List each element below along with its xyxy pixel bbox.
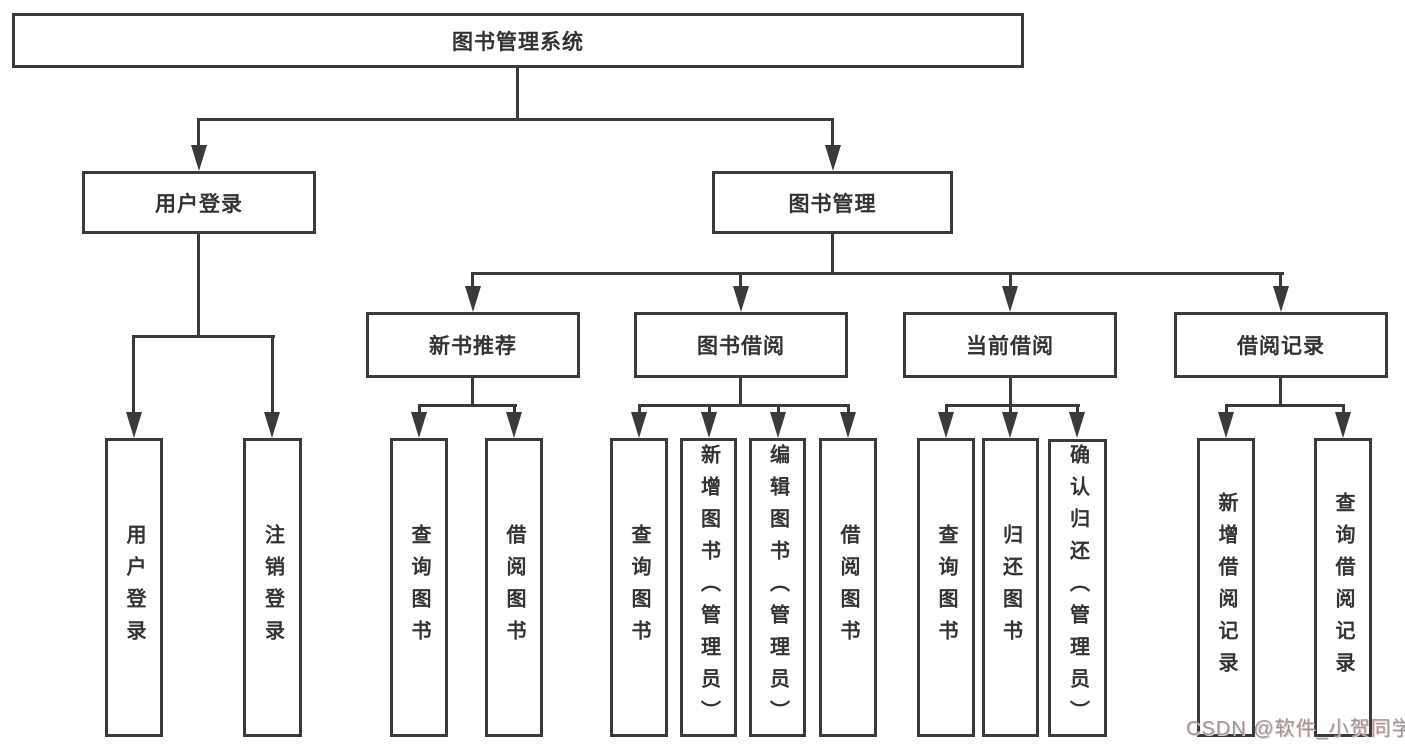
leaf-label: 查询图书 — [408, 523, 430, 652]
arrow-down-icon — [1335, 412, 1351, 438]
leaf-query-books-current: 查询图书 — [917, 438, 975, 737]
connector-line — [831, 234, 834, 272]
leaf-logout: 注销登录 — [243, 438, 302, 737]
node-label: 借阅记录 — [1237, 335, 1325, 358]
connector-line — [197, 118, 834, 121]
arrow-down-icon — [1218, 412, 1234, 438]
csdn-watermark: CSDN @软件_小贺同学 — [1186, 718, 1405, 740]
connector-line — [1342, 404, 1345, 416]
leaf-borrow-books: 借阅图书 — [819, 438, 877, 737]
arrow-down-icon — [1002, 286, 1018, 312]
connector-line — [418, 404, 517, 407]
connector-line — [197, 118, 200, 148]
node-root: 图书管理系统 — [12, 13, 1024, 68]
node-current-borrow: 当前借阅 — [903, 312, 1117, 378]
leaf-label: 新增图书（管理员） — [697, 443, 720, 732]
connector-line — [777, 404, 780, 416]
connector-line — [1009, 272, 1012, 290]
arrow-down-icon — [264, 412, 280, 438]
connector-line — [638, 404, 641, 416]
node-root-label: 图书管理系统 — [452, 30, 584, 54]
node-label: 当前借阅 — [966, 335, 1054, 358]
leaf-label: 用户登录 — [123, 523, 145, 652]
connector-line — [1009, 404, 1012, 416]
connector-line — [473, 272, 1284, 275]
connector-line — [516, 68, 519, 118]
leaf-label: 借阅图书 — [503, 523, 525, 652]
connector-line — [946, 404, 1080, 407]
node-book-management: 图书管理 — [712, 171, 953, 234]
arrow-down-icon — [938, 412, 954, 438]
leaf-add-books-admin: 新增图书（管理员） — [680, 438, 737, 737]
connector-line — [197, 234, 200, 335]
connector-line — [134, 335, 275, 338]
connector-line — [132, 335, 135, 413]
node-new-book-recommend: 新书推荐 — [366, 312, 580, 378]
arrow-down-icon — [733, 286, 749, 312]
leaf-label: 查询图书 — [935, 523, 957, 652]
leaf-user-login: 用户登录 — [105, 438, 163, 737]
arrow-down-icon — [825, 145, 841, 171]
leaf-confirm-return-admin: 确认归还（管理员） — [1048, 439, 1107, 737]
leaf-label: 新增借阅记录 — [1215, 491, 1237, 684]
leaf-label: 编辑图书（管理员） — [766, 443, 789, 732]
node-label: 新书推荐 — [429, 335, 517, 358]
leaf-query-borrow-record: 查询借阅记录 — [1314, 438, 1372, 737]
node-label: 图书借阅 — [697, 335, 785, 358]
connector-line — [708, 404, 711, 416]
arrow-down-icon — [701, 412, 717, 438]
leaf-query-books-recommend: 查询图书 — [390, 438, 448, 737]
leaf-query-books-borrow: 查询图书 — [610, 438, 668, 737]
connector-line — [513, 404, 516, 416]
arrow-down-icon — [1002, 412, 1018, 438]
leaf-label: 借阅图书 — [837, 523, 859, 652]
node-label: 图书管理 — [788, 192, 877, 216]
connector-line — [1009, 378, 1012, 404]
connector-line — [1279, 272, 1282, 290]
leaf-edit-books-admin: 编辑图书（管理员） — [749, 438, 806, 737]
connector-line — [1076, 404, 1079, 416]
arrow-down-icon — [840, 412, 856, 438]
connector-line — [847, 404, 850, 416]
leaf-add-borrow-record: 新增借阅记录 — [1197, 438, 1255, 737]
arrow-down-icon — [465, 286, 481, 312]
node-label: 用户登录 — [155, 192, 243, 216]
leaf-label: 归还图书 — [999, 523, 1022, 652]
arrow-down-icon — [506, 412, 522, 438]
connector-line — [418, 404, 421, 416]
leaf-label: 查询借阅记录 — [1332, 491, 1354, 684]
node-book-borrow: 图书借阅 — [634, 312, 848, 378]
connector-line — [1279, 378, 1282, 404]
connector-line — [638, 404, 850, 407]
arrow-down-icon — [631, 412, 647, 438]
leaf-label: 注销登录 — [261, 523, 284, 652]
connector-line — [271, 335, 274, 413]
connector-line — [471, 378, 474, 404]
connector-line — [945, 404, 948, 416]
node-user-login: 用户登录 — [82, 171, 316, 234]
leaf-label: 查询图书 — [628, 523, 650, 652]
arrow-down-icon — [770, 412, 786, 438]
connector-line — [1225, 404, 1228, 416]
arrow-down-icon — [191, 145, 207, 171]
leaf-label: 确认归还（管理员） — [1066, 444, 1089, 732]
connector-line — [739, 272, 742, 290]
connector-line — [831, 118, 834, 148]
connector-line — [1225, 404, 1345, 407]
leaf-return-books: 归还图书 — [982, 438, 1039, 737]
leaf-borrow-books-recommend: 借阅图书 — [485, 438, 543, 737]
connector-line — [739, 378, 742, 404]
arrow-down-icon — [126, 412, 142, 438]
arrow-down-icon — [1069, 412, 1085, 438]
connector-line — [471, 272, 474, 290]
arrow-down-icon — [1273, 286, 1289, 312]
node-borrow-record: 借阅记录 — [1174, 312, 1388, 378]
arrow-down-icon — [411, 412, 427, 438]
